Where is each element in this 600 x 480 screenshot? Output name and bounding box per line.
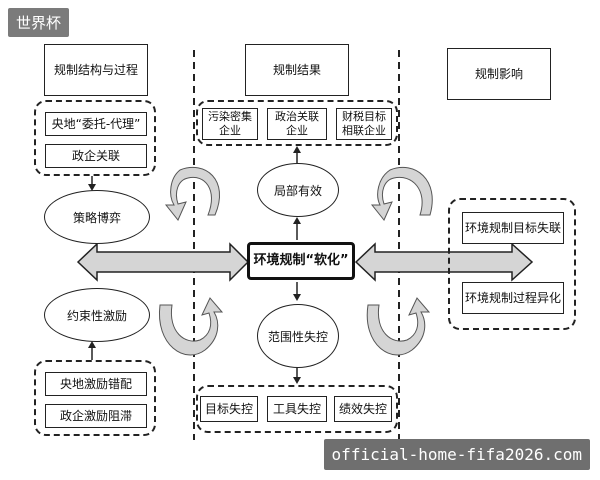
right-item-1: 环境规制目标失联: [462, 212, 564, 244]
middle-bottom-item-2: 工具失控: [267, 396, 327, 422]
arrowhead-range-to-bottom: [293, 377, 301, 384]
middle-bottom-item-1: 目标失控: [200, 396, 258, 422]
middle-bottom-item-3: 绩效失控: [334, 396, 392, 422]
right-item-2: 环境规制过程异化: [462, 282, 564, 314]
middle-top-item-3: 财税目标 相联企业: [336, 108, 392, 140]
arrowhead-center-to-range: [293, 294, 301, 301]
left-top-item-2: 政企关联: [45, 144, 147, 168]
double-arrow-left: [76, 242, 250, 282]
left-bottom-group: [34, 360, 156, 436]
center-soften-box: 环境规制“软化”: [247, 242, 355, 280]
curve-arrow-bottom-left: [158, 297, 224, 356]
middle-top-group: [196, 100, 398, 146]
left-top-item-1: 央地“委托-代理”: [45, 112, 147, 136]
left-column-title: 规制结构与过程: [44, 44, 148, 96]
double-arrow-right: [354, 242, 534, 282]
middle-top-item-2: 政治关联 企业: [267, 108, 327, 140]
arrowhead-top-to-strategy: [88, 184, 96, 191]
arrowhead-bottom-to-constraint: [88, 341, 96, 348]
arrowhead-center-to-local: [293, 217, 301, 224]
constraint-ellipse: 约束性激励: [44, 288, 150, 342]
curve-arrow-top-left: [164, 166, 221, 221]
strategy-ellipse: 策略博弈: [44, 190, 150, 244]
right-group: [448, 198, 576, 330]
left-top-group: [34, 100, 156, 176]
local-effective-ellipse: 局部有效: [257, 163, 339, 217]
curve-arrow-top-right: [370, 166, 433, 221]
corner-badge: 世界杯: [8, 8, 70, 37]
middle-top-item-1: 污染密集 企业: [202, 108, 258, 140]
middle-column-title: 规制结果: [245, 44, 349, 96]
arrowhead-local-to-top: [293, 146, 301, 153]
curve-arrow-bottom-right: [366, 297, 431, 356]
left-bottom-item-1: 央地激励错配: [45, 372, 147, 396]
right-column-title: 规制影响: [447, 48, 551, 100]
left-bottom-item-2: 政企激励阻滞: [45, 404, 147, 428]
range-loss-ellipse: 范围性失控: [257, 304, 339, 368]
watermark-url: official-home-fifa2026.com: [323, 439, 590, 470]
middle-bottom-group: [196, 385, 398, 433]
